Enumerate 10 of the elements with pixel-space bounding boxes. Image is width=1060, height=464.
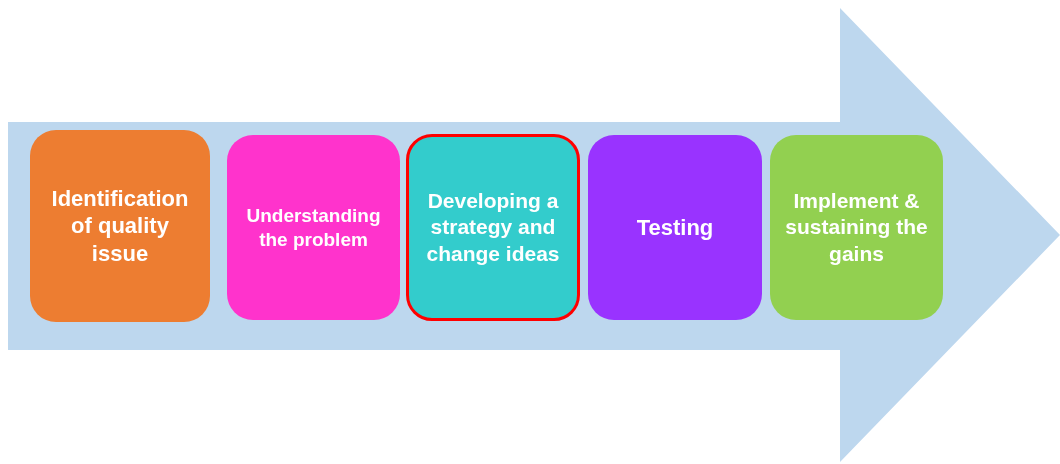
process-step-box [227,135,400,320]
step-label: Understanding the problem [245,203,382,252]
process-step-box [30,130,210,322]
process-step-box [770,135,943,320]
step-label: Implement & sustaining the gains [784,188,929,267]
process-step-box [406,134,580,321]
step-label: Identification of quality issue [50,184,190,268]
step-label: Testing [636,213,714,242]
process-step-box [588,135,762,320]
step-label: Developing a strategy and change ideas [425,188,561,267]
